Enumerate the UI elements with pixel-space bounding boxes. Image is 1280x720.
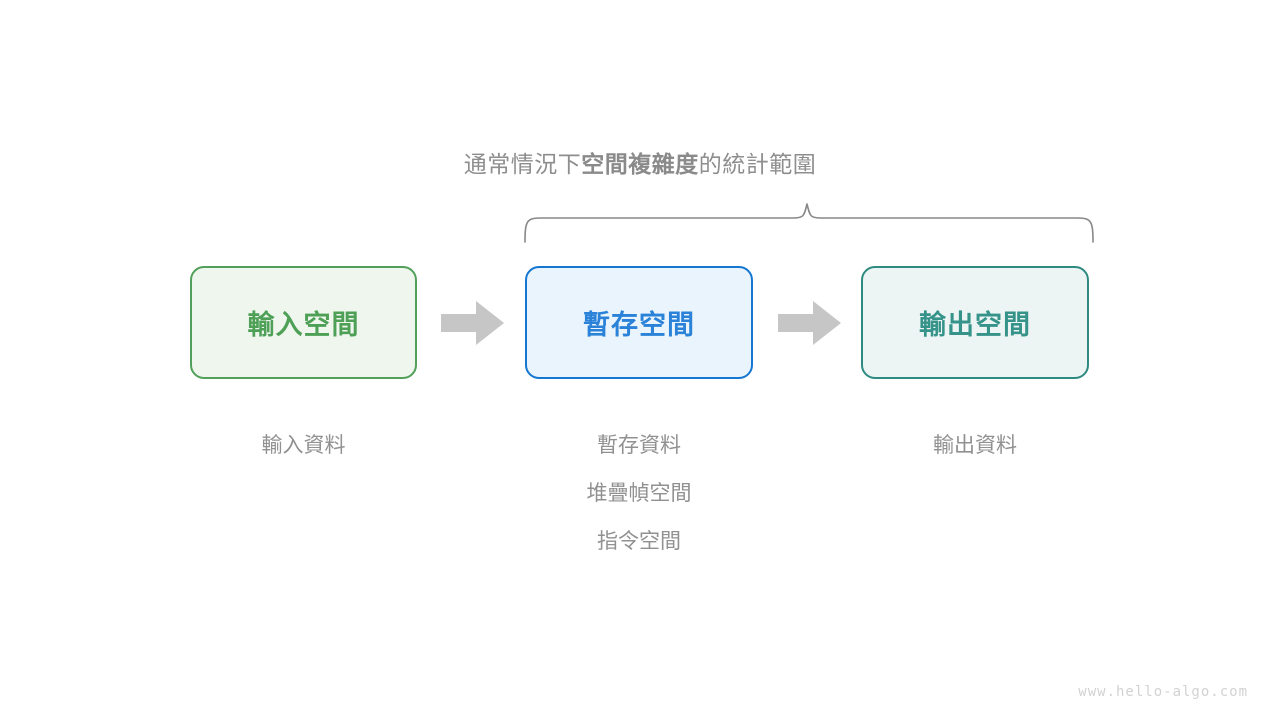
watermark: www.hello-algo.com <box>1078 684 1248 700</box>
caption-output-line-1: 輸出資料 <box>933 434 1017 457</box>
caption-output: 輸出資料 <box>861 422 1089 470</box>
caption-temp-line-3: 指令空間 <box>597 530 681 553</box>
scope-title-prefix: 通常情況下 <box>463 151 582 177</box>
caption-input: 輸入資料 <box>190 422 417 470</box>
box-output-space[interactable]: 輸出空間 <box>861 266 1089 379</box>
caption-input-line-1: 輸入資料 <box>261 434 346 457</box>
box-output-space-label: 輸出空間 <box>919 310 1031 340</box>
right-block-arrow-icon <box>441 301 504 345</box>
arrow-temp-to-output <box>778 301 841 345</box>
scope-title: 通常情況下空間複雜度的統計範圍 <box>0 145 1280 179</box>
box-temp-space[interactable]: 暫存空間 <box>525 266 753 379</box>
scope-brace <box>510 190 1110 250</box>
scope-title-suffix: 的統計範圍 <box>698 151 817 177</box>
box-input-space-label: 輸入空間 <box>247 310 360 340</box>
brace-icon <box>524 203 1094 243</box>
box-input-space[interactable]: 輸入空間 <box>190 266 417 379</box>
scope-title-emphasis: 空間複雜度 <box>581 151 699 177</box>
caption-temp-line-2: 堆疊幀空間 <box>586 482 692 505</box>
box-temp-space-label: 暫存空間 <box>583 310 695 340</box>
caption-temp: 暫存資料 堆疊幀空間 指令空間 <box>525 422 753 566</box>
right-block-arrow-icon <box>778 301 841 345</box>
arrow-input-to-temp <box>441 301 504 345</box>
caption-temp-line-1: 暫存資料 <box>597 434 681 457</box>
